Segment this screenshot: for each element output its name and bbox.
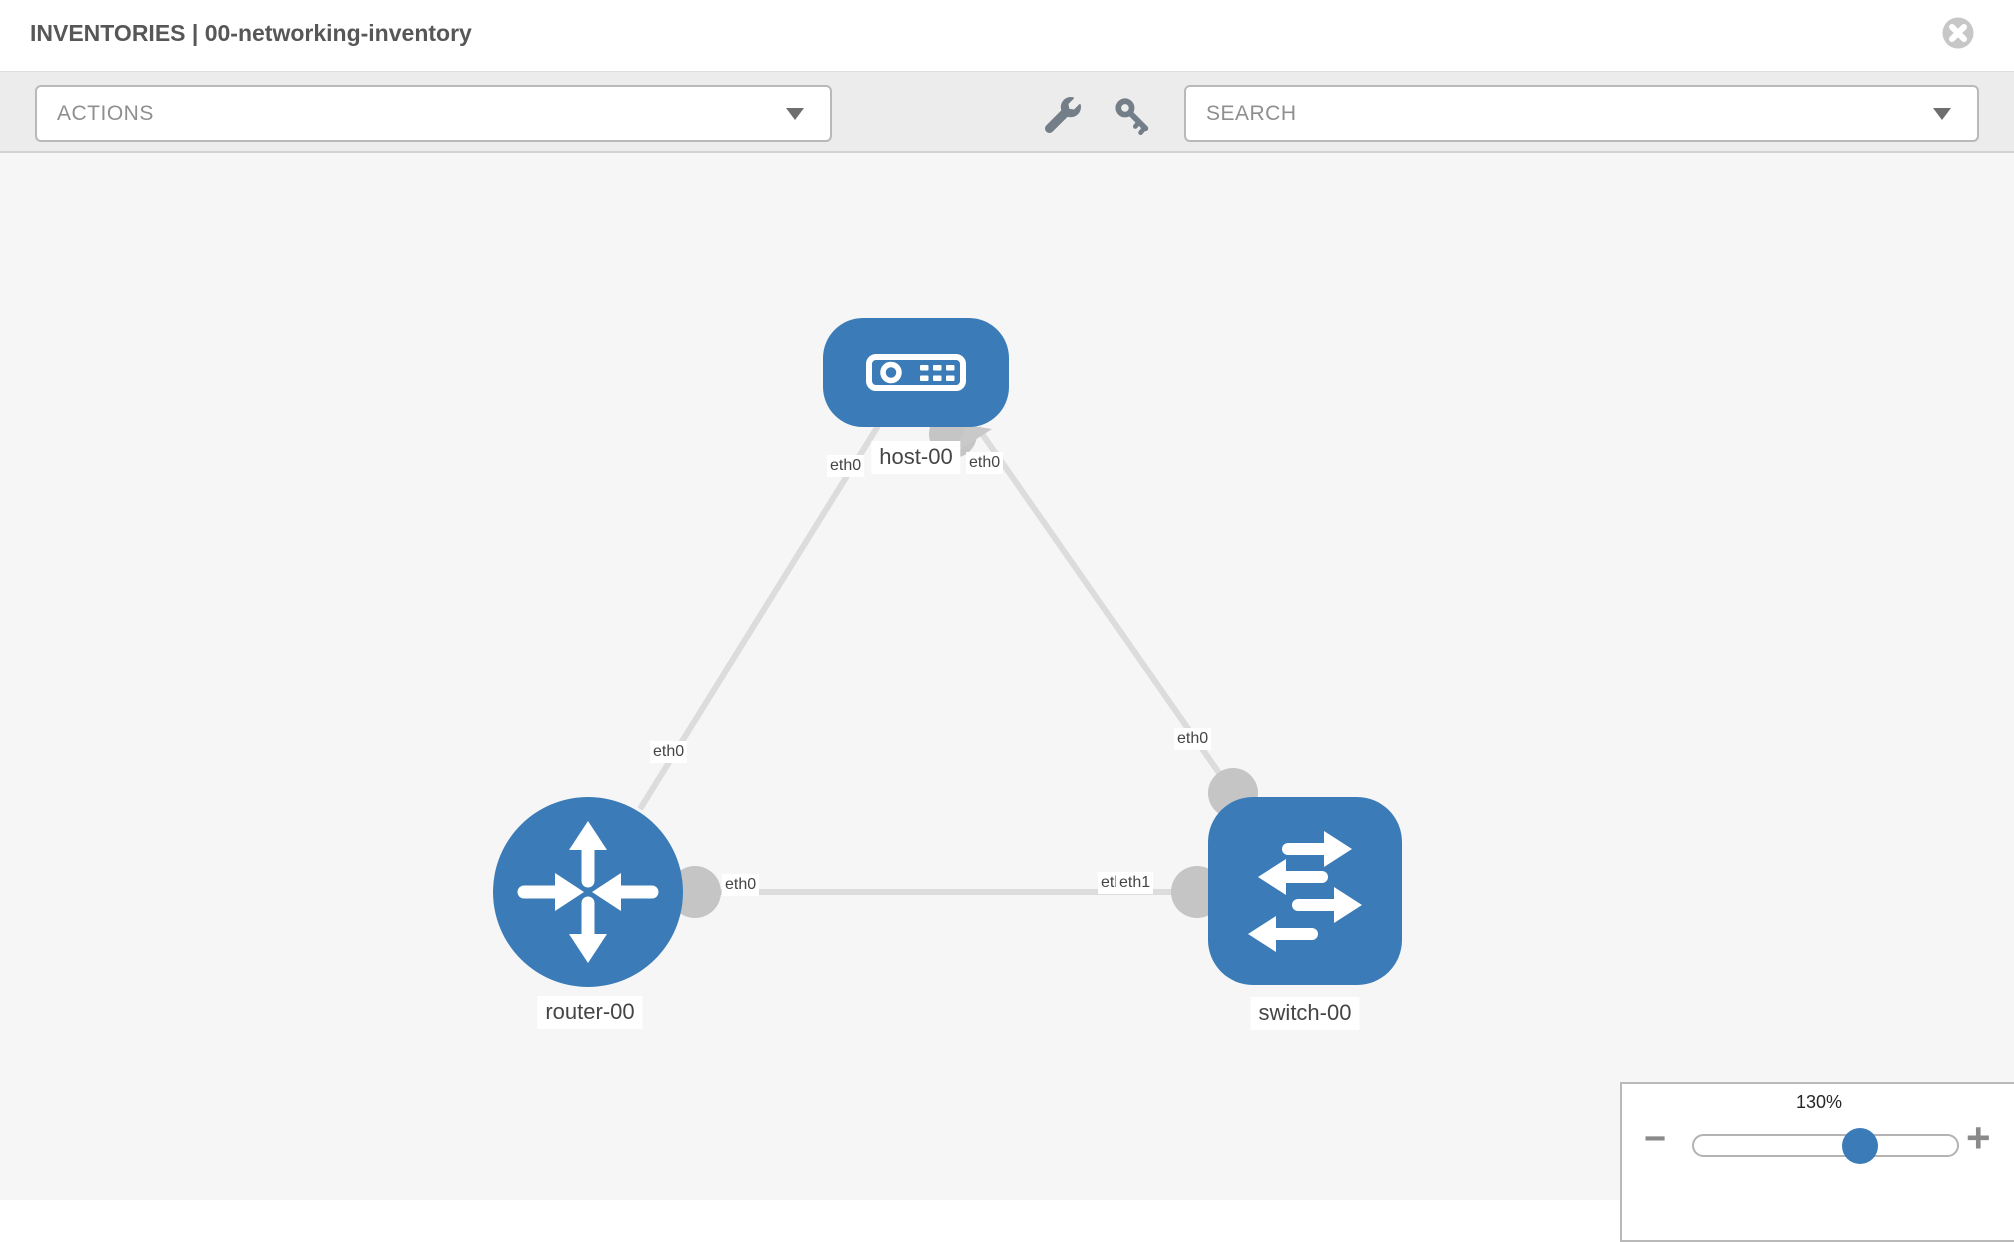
- node-label-switch: switch-00: [1250, 997, 1360, 1030]
- page-title: INVENTORIES | 00-networking-inventory: [30, 20, 472, 47]
- toolbar: ACTIONS SEARCH: [0, 71, 2014, 153]
- close-icon: [1942, 17, 1974, 49]
- actions-dropdown[interactable]: ACTIONS: [35, 85, 832, 142]
- page-header: INVENTORIES | 00-networking-inventory: [0, 0, 2014, 71]
- host-icon: [866, 354, 966, 391]
- interface-label: eth0: [650, 741, 688, 763]
- key-icon: [1115, 98, 1149, 135]
- zoom-slider-track[interactable]: [1692, 1134, 1959, 1157]
- interface-label: eth0: [1174, 728, 1212, 750]
- switch-icon: [1248, 831, 1362, 952]
- chevron-down-icon: [1933, 107, 1951, 120]
- close-button[interactable]: [1941, 16, 1975, 50]
- topology-canvas[interactable]: eth0 eth0 eth0 eth0 eth0 eth0 eth1 host-…: [0, 153, 2014, 1242]
- zoom-slider-thumb[interactable]: [1842, 1128, 1878, 1164]
- interface-label: eth0: [966, 452, 1004, 474]
- port-host-wedge: [955, 425, 992, 453]
- interface-label: eth1: [1116, 872, 1154, 894]
- search-dropdown[interactable]: SEARCH: [1184, 85, 1979, 142]
- zoom-out-button[interactable]: −: [1644, 1118, 1667, 1160]
- tools-button[interactable]: [1044, 97, 1082, 135]
- node-label-host: host-00: [871, 441, 961, 474]
- credentials-button[interactable]: [1114, 97, 1152, 135]
- interface-label: eth0: [827, 455, 865, 477]
- zoom-control-panel: 130% − +: [1620, 1082, 2014, 1242]
- node-switch-00[interactable]: [1208, 797, 1402, 985]
- search-dropdown-label: SEARCH: [1206, 101, 1297, 125]
- zoom-in-button[interactable]: +: [1966, 1114, 1991, 1161]
- wrench-icon: [1044, 97, 1081, 134]
- breadcrumb-separator: |: [191, 20, 199, 46]
- breadcrumb[interactable]: INVENTORIES: [30, 20, 186, 46]
- inventory-name: 00-networking-inventory: [204, 20, 472, 46]
- router-icon: [517, 821, 659, 963]
- node-host-00[interactable]: [823, 318, 1009, 427]
- zoom-level-value: 130%: [1795, 1092, 1843, 1112]
- node-router-00[interactable]: [493, 797, 683, 987]
- chevron-down-icon: [786, 107, 804, 120]
- node-label-router: router-00: [537, 996, 643, 1029]
- interface-label: eth0: [722, 874, 760, 896]
- actions-dropdown-label: ACTIONS: [57, 101, 154, 125]
